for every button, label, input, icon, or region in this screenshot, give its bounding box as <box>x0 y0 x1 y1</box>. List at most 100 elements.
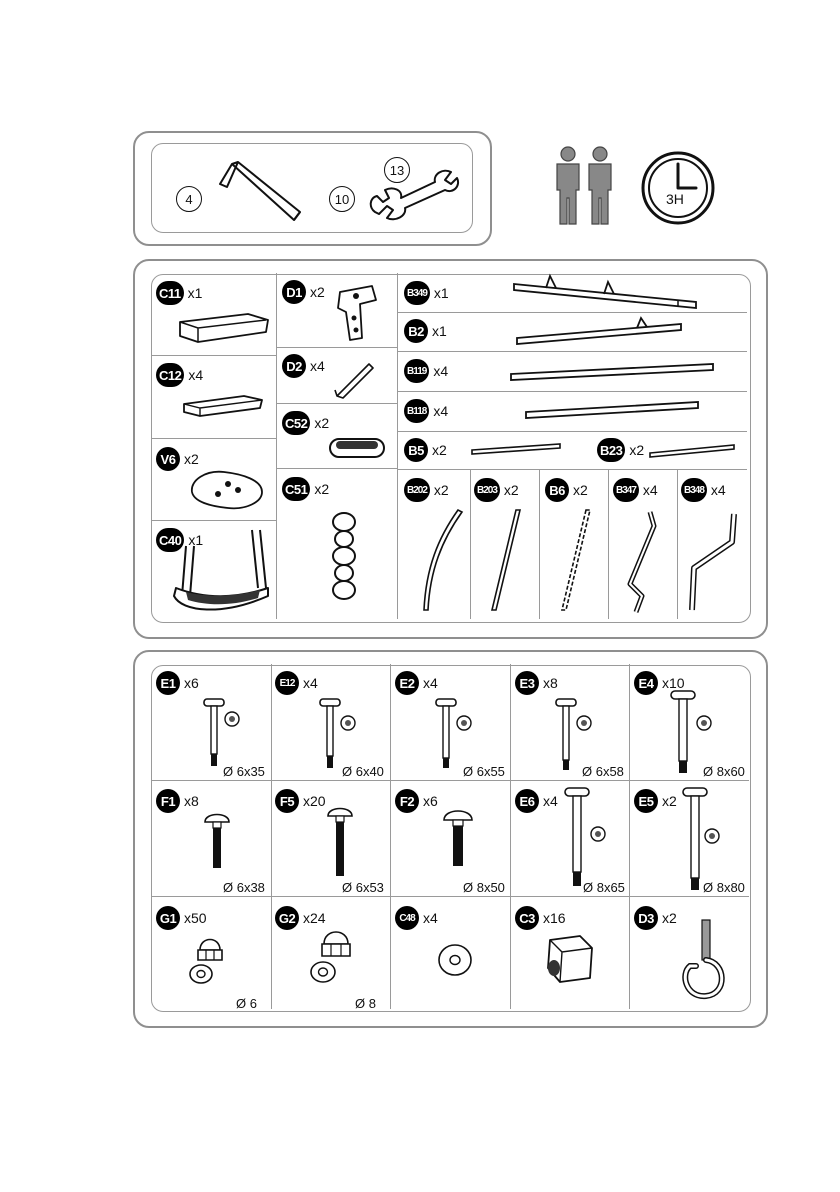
part-quantity: x4 <box>642 482 658 498</box>
hardware-f2-label: F2 x6 <box>395 789 438 813</box>
hardware-quantity: x6 <box>423 793 438 809</box>
hardware-quantity: x50 <box>184 910 207 926</box>
hardware-quantity: x4 <box>543 793 558 809</box>
hardware-quantity: x20 <box>303 793 326 809</box>
part-quantity: x4 <box>433 363 449 379</box>
top-beam-part-image <box>513 273 697 309</box>
bracket-plank-part-image <box>183 395 263 417</box>
hardware-code-badge: E2 <box>395 671 419 695</box>
hardware-e12-label: E12 x4 <box>275 671 318 695</box>
part-c11-label: C11 x1 <box>156 281 202 305</box>
hardware-e5-size: Ø 8x80 <box>703 880 745 895</box>
part-code-badge: B203 <box>474 478 500 502</box>
hex-key-icon <box>219 161 301 221</box>
part-c52-label: C52 x2 <box>282 411 329 435</box>
bent-rail-part-image <box>627 511 657 613</box>
part-code-badge: C40 <box>156 528 185 552</box>
hardware-quantity: x4 <box>303 675 318 691</box>
hardware-quantity: x6 <box>184 675 199 691</box>
part-quantity: x1 <box>433 285 449 301</box>
hardware-quantity: x2 <box>662 793 677 809</box>
bolt-e1-image <box>203 698 240 766</box>
hardware-e4-label: E4 x10 <box>634 671 685 695</box>
part-b202-label: B202 x2 <box>404 478 449 502</box>
part-c40-label: C40 x1 <box>156 528 203 552</box>
part-c12-label: C12 x4 <box>156 363 203 387</box>
hardware-quantity: x4 <box>423 675 438 691</box>
hardware-code-badge: C3 <box>515 906 539 930</box>
hardware-e12-size: Ø 6x40 <box>342 764 384 779</box>
hardware-f5-label: F5 x20 <box>275 789 326 813</box>
carriage-bolt-f5-image <box>327 807 353 876</box>
part-quantity: x4 <box>710 482 726 498</box>
seat-plank-part-image <box>179 313 269 343</box>
ladder-side-part-image <box>560 509 592 611</box>
eye-hook-d3-image <box>682 919 725 1000</box>
part-code-badge: B348 <box>681 478 707 502</box>
hardware-quantity: x2 <box>662 910 677 926</box>
bolt-e6-image <box>564 787 606 886</box>
part-b348-label: B348 x4 <box>681 478 726 502</box>
hardware-code-badge: G1 <box>156 906 180 930</box>
hardware-c3-label: C3 x16 <box>515 906 566 930</box>
part-code-badge: C12 <box>156 363 185 387</box>
part-b6-label: B6 x2 <box>545 478 588 502</box>
hardware-quantity: x4 <box>423 910 438 926</box>
hardware-f1-size: Ø 6x38 <box>223 880 265 895</box>
cap-block-c3-image <box>547 935 593 983</box>
hardware-code-badge: D3 <box>634 906 658 930</box>
part-code-badge: C51 <box>282 477 311 501</box>
part-code-badge: B349 <box>404 281 430 305</box>
hardware-g1-size: Ø 6 <box>236 996 257 1011</box>
offset-rail-part-image <box>689 513 737 611</box>
part-quantity: x2 <box>314 481 330 497</box>
hardware-e5-label: E5 x2 <box>634 789 677 813</box>
assembly-time-label: 3H <box>666 191 684 207</box>
hardware-code-badge: F5 <box>275 789 299 813</box>
bolt-e5-image <box>682 787 720 890</box>
wrench-13-size-label: 13 <box>384 157 410 183</box>
hardware-quantity: x8 <box>543 675 558 691</box>
part-quantity: x2 <box>184 451 199 467</box>
washer-c48-image <box>438 944 472 976</box>
part-b5-label: B5 x2 <box>404 438 447 462</box>
part-quantity: x2 <box>503 482 519 498</box>
hardware-quantity: x8 <box>184 793 199 809</box>
part-code-badge: B347 <box>613 478 639 502</box>
bolt-e4-image <box>670 690 712 773</box>
part-quantity: x4 <box>188 367 204 383</box>
swing-seat-part-image <box>173 529 269 611</box>
hardware-f5-size: Ø 6x53 <box>342 880 384 895</box>
part-quantity: x2 <box>573 482 588 498</box>
swing-hanger-part-image <box>337 285 377 341</box>
part-b119-label: B119 x4 <box>404 359 448 383</box>
part-quantity: x2 <box>432 442 447 458</box>
hardware-e2-size: Ø 6x55 <box>463 764 505 779</box>
handle-grip-part-image <box>191 470 263 510</box>
hardware-f2-size: Ø 8x50 <box>463 880 505 895</box>
hardware-code-badge: E12 <box>275 671 299 695</box>
part-quantity: x4 <box>310 358 325 374</box>
hardware-code-badge: E5 <box>634 789 658 813</box>
part-code-badge: B23 <box>597 438 626 462</box>
hardware-code-badge: E3 <box>515 671 539 695</box>
hardware-code-badge: E1 <box>156 671 180 695</box>
hardware-quantity: x10 <box>662 675 685 691</box>
straight-leg-part-image <box>490 509 522 611</box>
hardware-d3-label: D3 x2 <box>634 906 677 930</box>
part-d1-label: D1 x2 <box>282 280 325 304</box>
part-quantity: x2 <box>433 482 449 498</box>
part-d2-label: D2 x4 <box>282 354 325 378</box>
part-b2-label: B2 x1 <box>404 319 447 343</box>
hardware-inner-frame <box>151 665 751 1012</box>
hardware-e3-size: Ø 6x58 <box>582 764 624 779</box>
part-code-badge: D2 <box>282 354 306 378</box>
hardware-g1-label: G1 x50 <box>156 906 207 930</box>
hardware-g2-size: Ø 8 <box>355 996 376 1011</box>
cap-nut-washer-g2-image <box>310 931 351 983</box>
part-quantity: x2 <box>314 415 330 431</box>
part-code-badge: B2 <box>404 319 428 343</box>
part-quantity: x1 <box>188 532 204 548</box>
two-people-icon <box>556 146 612 225</box>
hardware-code-badge: F2 <box>395 789 419 813</box>
